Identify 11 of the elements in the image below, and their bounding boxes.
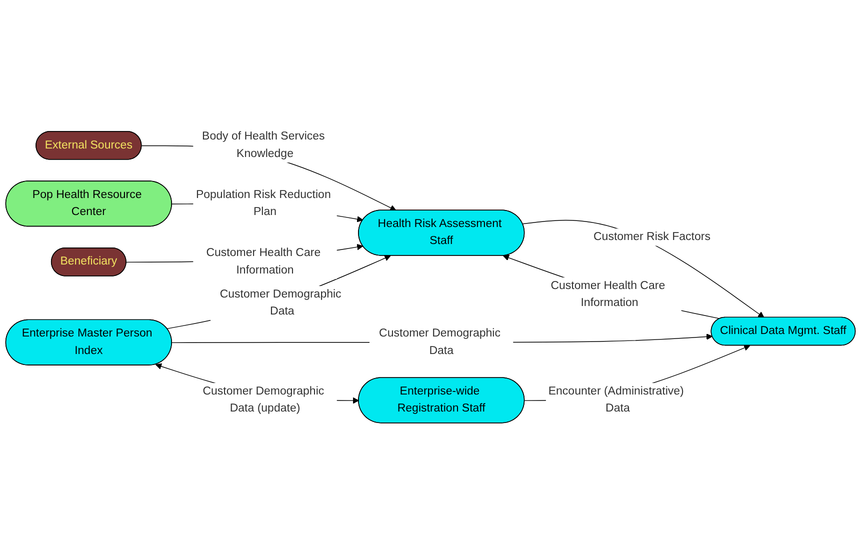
edge-label: Customer Demographic Data [379,327,500,357]
edge-label: Customer Demographic Data [220,288,342,318]
edge-label: Customer Demographic Data (update) [202,385,324,415]
arrow [166,255,391,330]
edge-label: Customer Health Care Information [550,280,666,309]
edge-label: Body of Health Services Knowledge [202,130,325,160]
arrow [522,220,764,318]
edge-label: Customer Risk Factors [594,230,710,243]
edge-label: Population Risk Reduction Plan [196,188,331,218]
edge-label: Encounter (Administrative) Data [548,385,684,415]
edge-label: Customer Health Care Information [206,246,321,276]
